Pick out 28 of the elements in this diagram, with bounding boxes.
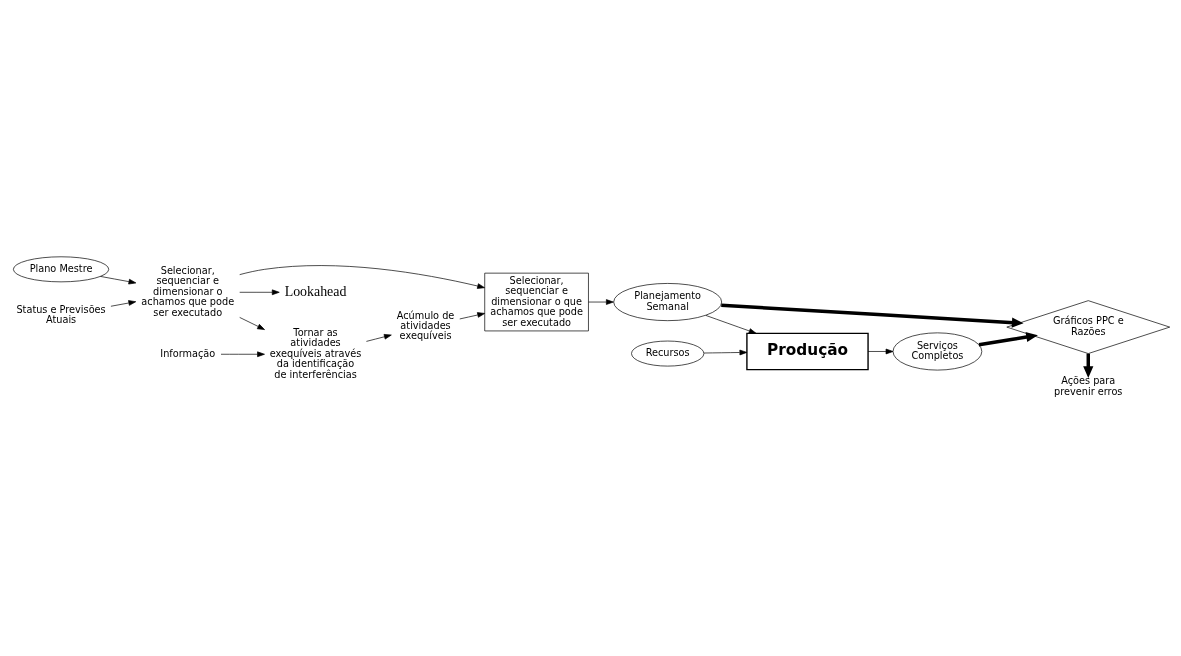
node-text: Tornar as atividades exequíveis através da identificação de interferências bbox=[269, 326, 362, 380]
arrow bbox=[459, 311, 485, 319]
arrow bbox=[703, 349, 748, 355]
node-text: Selecionar, sequenciar e dimensionar o achamos que pode ser executado bbox=[141, 264, 235, 318]
arrow bbox=[721, 302, 1024, 328]
arrow bbox=[220, 350, 265, 357]
node-text: Ações para prevenir erros bbox=[1054, 374, 1123, 397]
node-ellipse: Recursos bbox=[631, 340, 705, 366]
node-ellipse: Planejamento Semanal bbox=[613, 282, 723, 321]
arrow bbox=[366, 333, 392, 342]
node-ellipse: Serviços Completos bbox=[892, 332, 983, 370]
arrow bbox=[239, 264, 485, 289]
arrow bbox=[100, 275, 137, 284]
arrow bbox=[978, 331, 1038, 347]
node-text: Lookahead bbox=[284, 283, 347, 299]
arrow bbox=[588, 298, 614, 305]
node-ellipse: Plano Mestre bbox=[13, 255, 110, 282]
node-text: Acúmulo de atividades exequíveis bbox=[396, 309, 455, 341]
arrow bbox=[239, 289, 280, 295]
arrow bbox=[239, 316, 265, 330]
node-diamond: Gráficos PPC e Razões bbox=[1006, 299, 1171, 354]
arrow bbox=[867, 348, 894, 354]
node-text: Status e Previsões Atuais bbox=[16, 303, 106, 325]
node-box: Produção bbox=[746, 332, 869, 370]
arrow bbox=[110, 299, 137, 307]
node-text: Informação bbox=[160, 347, 216, 359]
node-box: Selecionar, sequenciar e dimensionar o que achamos que pode ser executado bbox=[484, 272, 589, 331]
arrow bbox=[705, 314, 757, 334]
